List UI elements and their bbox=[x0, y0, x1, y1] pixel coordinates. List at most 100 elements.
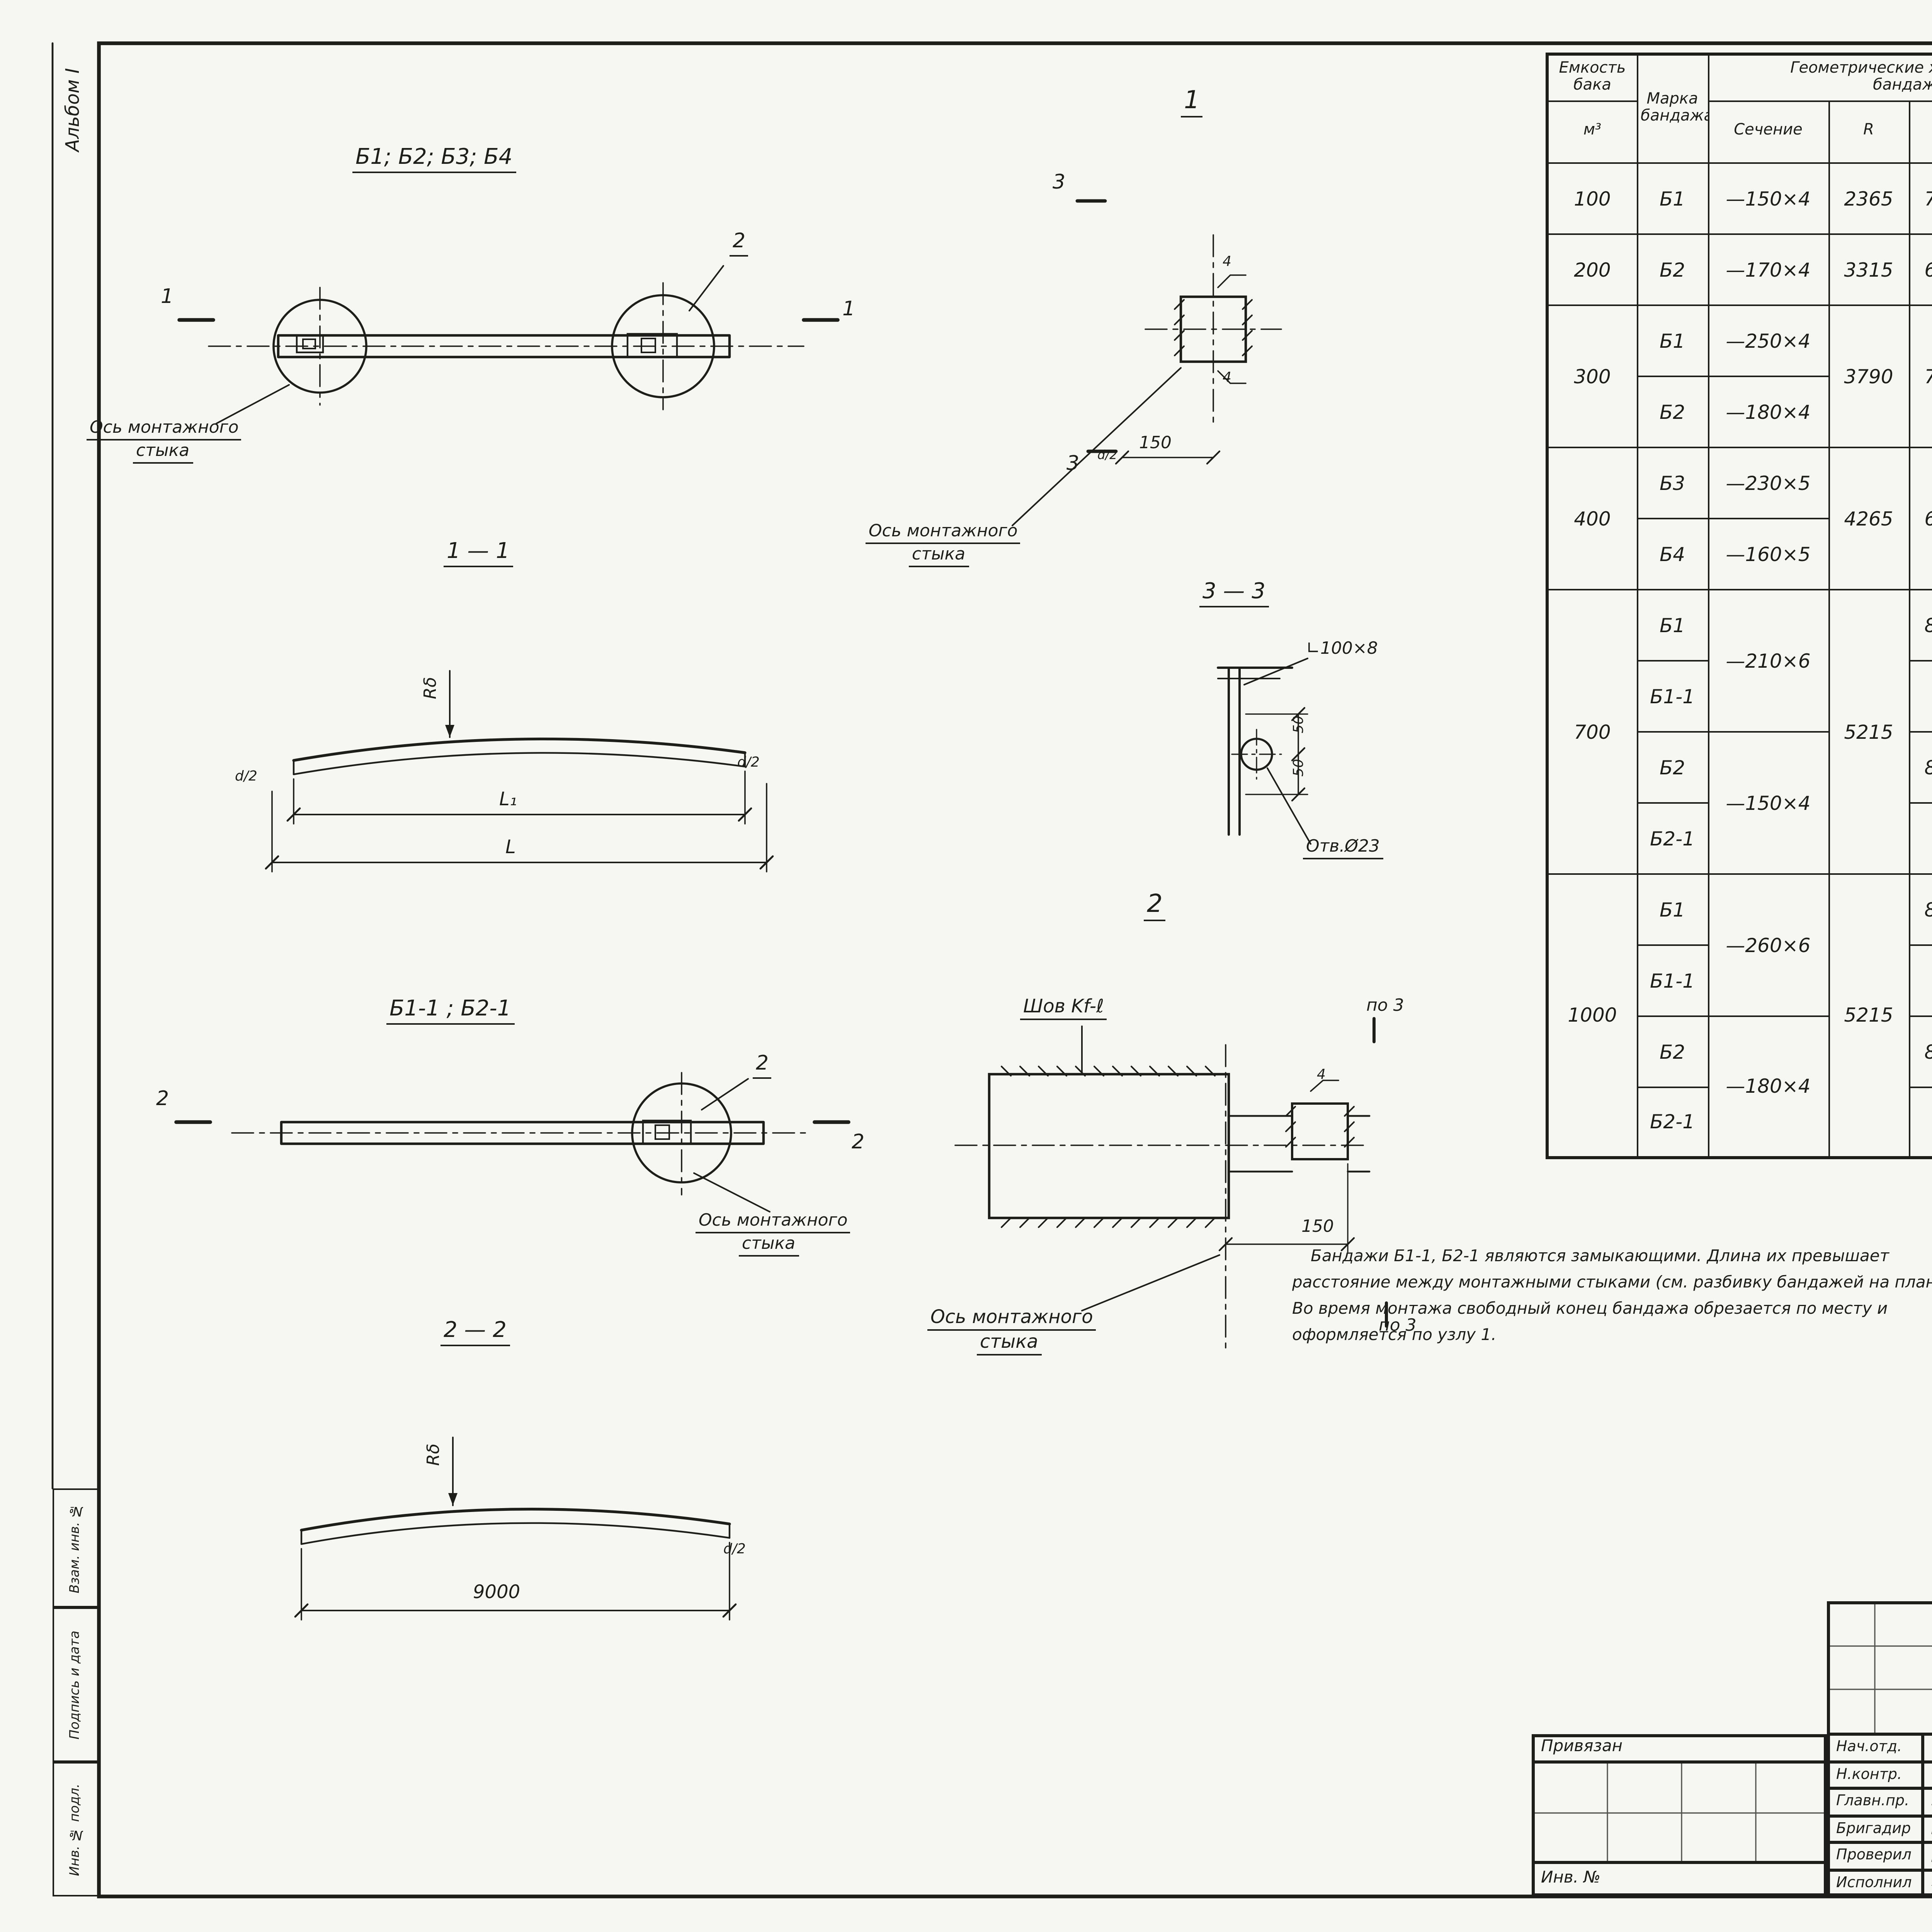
cut-mark-3-bottom: 3 bbox=[1066, 453, 1080, 476]
table-row: 100 Б1 —150×4 2365 7426 7400 26 —100×6 3… bbox=[1546, 162, 1932, 234]
group-header-band: Геометрические характеристики бандажа, м… bbox=[1707, 53, 1932, 101]
cell: 4265 bbox=[1828, 446, 1910, 590]
cut-ref-po3-top: по 3 bbox=[1366, 995, 1404, 1015]
cell: 200 bbox=[1546, 233, 1638, 305]
empty-cell bbox=[1908, 801, 1932, 874]
side-strip-signature-date: Подпись и дата bbox=[53, 1607, 99, 1762]
note-line: Бандажи Б1-1, Б2-1 являются замыкающими.… bbox=[1311, 1247, 1889, 1266]
note-line: расстояние между монтажными стыками (см.… bbox=[1292, 1274, 1932, 1292]
dim-50-label: 50 bbox=[1292, 759, 1308, 777]
frame-border bbox=[97, 41, 1932, 1898]
cell: —210×6 bbox=[1707, 588, 1829, 732]
cell: —250×4 bbox=[1707, 304, 1829, 376]
cell: 7426 bbox=[1908, 162, 1932, 234]
col-header-section: Сечение bbox=[1707, 100, 1829, 163]
col-header-capacity: Емкость бака bbox=[1546, 53, 1638, 101]
role-name: Любаров bbox=[1923, 1788, 1932, 1816]
role-name: Халтурина bbox=[1923, 1870, 1932, 1896]
side-strip-label: Подпись и дата bbox=[68, 1630, 83, 1739]
section-3-3-title: 3 — 3 bbox=[1199, 580, 1269, 608]
plan-b1-b4-title: Б1; Б2; Б3; Б4 bbox=[352, 145, 516, 174]
table-row: Б2-1 bbox=[1547, 1086, 1932, 1158]
cell: 6939 bbox=[1908, 233, 1932, 305]
role-name: Роша bbox=[1923, 1734, 1932, 1762]
cell: —150×4 bbox=[1707, 730, 1829, 874]
section-3-3-lines bbox=[1217, 658, 1311, 845]
mounting-axis-label: Ось монтажного bbox=[87, 418, 242, 441]
cell: 2365 bbox=[1828, 162, 1910, 234]
col-header-mark: Марка бандажа bbox=[1636, 53, 1709, 163]
cell: 8000 bbox=[1908, 588, 1932, 661]
d-half-label: d/2 bbox=[737, 756, 760, 771]
cell: 5215 bbox=[1828, 588, 1910, 874]
table-row: Б2 —180×4 8000 7950 —120×6 750 4-350 bbox=[1547, 1015, 1932, 1158]
revision-grid bbox=[1827, 1601, 1932, 1734]
linked-label: Привязан bbox=[1532, 1734, 1827, 1762]
cell: 1000 bbox=[1546, 872, 1638, 1158]
spec-table: Емкость бака Марка бандажа Геометрически… bbox=[1546, 53, 1932, 1159]
cell: Б1 bbox=[1636, 304, 1709, 376]
cell: Б1-1 bbox=[1636, 659, 1709, 732]
side-strip-inv-orig: Инв. № подл. bbox=[53, 1762, 99, 1896]
cell: Б2 bbox=[1636, 730, 1709, 803]
mounting-axis-label: Ось монтажного bbox=[927, 1306, 1096, 1331]
mounting-axis-label: Ось монтажного bbox=[866, 522, 1021, 544]
note-line: Во время монтажа свободный конец бандажа… bbox=[1292, 1300, 1888, 1318]
cell: 400 bbox=[1546, 446, 1638, 590]
table-row: 200 Б2 —170×4 3315 6939 6900 39 —110×6 4… bbox=[1546, 233, 1932, 305]
role-label: Проверил bbox=[1827, 1842, 1923, 1870]
group-header-band-line2: бандажа, мм bbox=[1873, 78, 1932, 95]
col-header-capacity-unit: м³ bbox=[1546, 100, 1638, 163]
cut-mark-3-top: 3 bbox=[1053, 172, 1066, 195]
cut-mark-2-left: 2 bbox=[156, 1088, 169, 1111]
role-label: Бригадир bbox=[1827, 1816, 1923, 1842]
dim-9000-label: 9000 bbox=[473, 1581, 520, 1603]
cell: —180×4 bbox=[1707, 375, 1829, 447]
mounting-axis-label: стыка bbox=[909, 545, 969, 568]
cell: 3790 bbox=[1828, 304, 1910, 447]
mounting-axis-label: Ось монтажного bbox=[696, 1211, 851, 1234]
cell: —260×6 bbox=[1707, 872, 1829, 1016]
table-row: 1000 Б1 —260×6 5215 8000 7950 50 —200×8 … bbox=[1546, 872, 1932, 1158]
role-label: Нач.отд. bbox=[1827, 1734, 1923, 1762]
table-row: Б1-1 bbox=[1547, 944, 1932, 1016]
inventory-grid-lines bbox=[1533, 1764, 1825, 1861]
empty-cell bbox=[1908, 1086, 1932, 1158]
cell: 5215 bbox=[1828, 872, 1910, 1158]
dim-l-label: L bbox=[505, 836, 516, 858]
table-row: Б2 —150×4 8000 7960 —100×6 450 4-200 bbox=[1547, 730, 1932, 874]
node-2-title: 2 bbox=[1144, 890, 1166, 921]
weld-size-label: 4 bbox=[1317, 1068, 1326, 1083]
cell: —180×4 bbox=[1707, 1015, 1829, 1158]
dim-150-label: 150 bbox=[1139, 433, 1172, 453]
cell: Б1 bbox=[1636, 162, 1709, 234]
dim-50-label: 50 bbox=[1292, 716, 1308, 733]
d-half-label: d/2 bbox=[235, 770, 257, 785]
node-1-title: 1 bbox=[1181, 87, 1203, 117]
cut-mark-1-right: 1 bbox=[842, 298, 855, 321]
cell: 7933 bbox=[1908, 304, 1932, 447]
d-half-label: d/2 bbox=[723, 1543, 746, 1558]
weld-size-label: 4 bbox=[1223, 371, 1231, 386]
revision-grid-lines bbox=[1828, 1603, 1932, 1733]
cell: Б2 bbox=[1636, 233, 1709, 305]
cell: —170×4 bbox=[1707, 233, 1829, 305]
node-1-lines bbox=[1012, 199, 1282, 526]
cell: Б4 bbox=[1636, 517, 1709, 590]
table-row: 300 Б1 —250×4 3790 7933 7900 33 —170×6 6… bbox=[1546, 304, 1932, 447]
cell: Б3 bbox=[1636, 446, 1709, 519]
node-2-lines bbox=[954, 1017, 1388, 1349]
plan-b1-b4-lines bbox=[177, 265, 840, 424]
role-name: Довгард bbox=[1923, 1816, 1932, 1842]
plan-b11-b21-title: Б1-1 ; Б2-1 bbox=[386, 997, 514, 1026]
cell: —160×5 bbox=[1707, 517, 1829, 590]
cell: 3315 bbox=[1828, 233, 1910, 305]
inventory-number-label: Инв. № bbox=[1532, 1862, 1827, 1896]
hole-diameter-label: Отв.Ø23 bbox=[1303, 837, 1383, 860]
cell: —230×5 bbox=[1707, 446, 1829, 519]
node-2-reference: 2 bbox=[753, 1053, 772, 1080]
cell: Б1 bbox=[1636, 872, 1709, 945]
section-1-1-lines bbox=[265, 670, 774, 872]
plan-b11-b21-lines bbox=[174, 1072, 850, 1213]
